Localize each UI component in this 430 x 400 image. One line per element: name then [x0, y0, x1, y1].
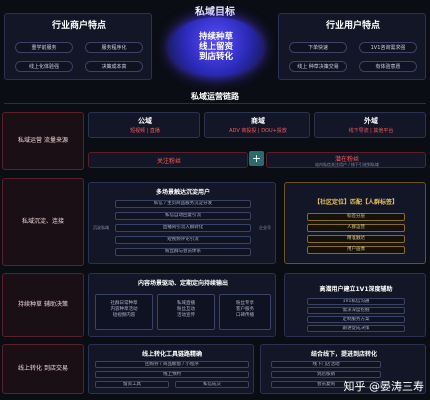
- business-domain-sub: ADV 商投投 | DOU+投放: [229, 128, 287, 134]
- connect-item: 直播间引流入群转化: [115, 224, 251, 232]
- convert-left-item: 线上预约: [95, 371, 249, 378]
- content-col3-item: 口碑传播: [236, 313, 254, 318]
- external-domain-sub: 线下导流 | 其他平台: [348, 128, 394, 134]
- industry-panel-title: 行业商户特点: [51, 21, 106, 31]
- connect-item: 私信自动回复引流: [115, 212, 251, 220]
- section-title: 私域运营链路: [191, 92, 239, 101]
- follow-fans-label: 关注粉丝: [156, 158, 181, 165]
- convert-left-panel: 线上转化工具链路精确 团购券 / 商品橱窗 / 小程序 线上预约 留资工具 私信…: [88, 344, 254, 394]
- convert-right-panel: 结合线下，提进到店转化 线下门店活动 到店核销 会员复购: [260, 344, 426, 394]
- potential-fans-label: 潜在粉丝: [334, 156, 359, 163]
- core-goal-circle: 持续种草 线上留资 到店转化: [170, 17, 262, 77]
- consult-panel-title: 高潜用户建立1V1深度辅助: [319, 286, 393, 293]
- core-goal-line: 线上留资: [198, 42, 233, 52]
- content-panel: 内容场景驱动、定期定向持续输出 社群日常种草 内容种草活动 短视频内容 私域直播…: [88, 273, 276, 337]
- user-pill: 线上 种草决策交易: [289, 61, 347, 72]
- row-label-nurture: 持续种草 辅助决策: [2, 273, 84, 337]
- convert-right-item: 到店核销: [271, 371, 381, 378]
- connect-item: 私信 / 主页商品服务沉淀分发: [115, 200, 251, 208]
- consult-item: 1V1私信沟通: [307, 298, 405, 305]
- content-col2-item: 粉丝互动: [177, 307, 195, 312]
- divider: [4, 103, 426, 104]
- industry-pill: 重学前服务: [15, 42, 73, 53]
- content-col1: 社群日常种草 内容种草活动 短视频内容: [95, 294, 153, 330]
- user-panel-title: 行业用户特点: [325, 21, 380, 31]
- follow-bar-right: 潜在粉丝 站内私信关注用户 / 线下引流到私域: [266, 152, 426, 168]
- main-title: 私域目标: [195, 7, 235, 18]
- potential-fans-note: 站内私信关注用户 / 线下引流到私域: [315, 162, 379, 167]
- core-goal-line: 到店转化: [198, 52, 233, 62]
- content-col2: 私域直播 粉丝互动 活动宣传: [157, 294, 215, 330]
- convert-left-title: 线上转化工具链路精确: [141, 351, 202, 358]
- external-domain-title: 外域: [364, 117, 378, 125]
- connect-side-right: 企业号: [259, 225, 271, 230]
- content-col3-item: 客户服务: [236, 307, 254, 312]
- connect-side-left: 沉淀私域: [93, 225, 109, 230]
- tag-item: 用户画像: [307, 246, 405, 254]
- tag-item: 标签分层: [307, 213, 405, 221]
- user-pill: 有体验意愿: [359, 61, 417, 72]
- external-domain: 外域 线下导流 | 其他平台: [314, 112, 426, 138]
- public-domain-sub: 短视频 | 直播: [130, 128, 160, 134]
- plus-icon: +: [249, 151, 264, 166]
- convert-right-item: 会员复购: [271, 381, 381, 388]
- convert-left-item: 团购券 / 商品橱窗 / 小程序: [95, 361, 249, 368]
- user-pill: 1V1咨询需求强: [359, 42, 417, 53]
- business-domain-title: 商域: [251, 117, 265, 125]
- content-col2-item: 活动宣传: [177, 313, 195, 318]
- tag-item: 人群运营: [307, 224, 405, 232]
- tag-item: 精准触达: [307, 235, 405, 243]
- connect-panel: 多场景触达沉淀用户 沉淀私域 企业号 私信 / 主页商品服务沉淀分发 私信自动回…: [88, 182, 276, 264]
- business-domain: 商域 ADV 商投投 | DOU+投放: [204, 112, 310, 138]
- convert-left-item: 私信成交: [175, 381, 249, 388]
- core-goal-line: 持续种草: [198, 32, 233, 42]
- public-domain-title: 公域: [138, 117, 152, 125]
- industry-pill: 服务程序化: [85, 42, 143, 53]
- content-col1-item: 短视频内容: [112, 313, 136, 318]
- row-label-connect: 私域沉淀、连接: [2, 178, 84, 266]
- follow-bar-left: 关注粉丝: [88, 152, 248, 168]
- industry-pill: 决策成本高: [85, 61, 143, 72]
- consult-item: 跟进促成决策: [307, 325, 405, 332]
- content-col3-item: 粉丝专享: [236, 301, 254, 306]
- tag-panel-title: 【社区定位】匹配【人群标签】: [313, 199, 398, 206]
- consult-item: 定制服务方案: [307, 316, 405, 323]
- content-col3: 粉丝专享 客户服务 口碑传播: [219, 294, 271, 330]
- user-pill: 下单快速: [289, 42, 347, 53]
- watermark: 知乎 @晏涛三寿: [343, 380, 425, 393]
- industry-panel: 行业商户特点 重学前服务 服务程序化 线上化体验强 决策成本高: [4, 13, 152, 80]
- convert-right-title: 结合线下，提进到店转化: [310, 351, 377, 358]
- consult-panel: 高潜用户建立1V1深度辅助 1V1私信沟通 需求深度挖掘 定制服务方案 跟进促成…: [284, 273, 426, 337]
- tag-panel: 【社区定位】匹配【人群标签】 标签分层 人群运营 精准触达 用户画像: [284, 182, 426, 264]
- content-panel-title: 内容场景驱动、定期定向持续输出: [137, 280, 228, 287]
- user-panel: 行业用户特点 下单快速 1V1咨询需求强 线上 种草决策交易 有体验意愿: [278, 13, 426, 80]
- content-col1-item: 社群日常种草: [110, 301, 138, 306]
- connect-item: 短视频评论引流: [115, 236, 251, 244]
- connect-panel-title: 多场景触达沉淀用户: [155, 189, 210, 196]
- convert-left-item: 留资工具: [95, 381, 169, 388]
- row-label-convert: 线上转化 到店交易: [2, 344, 84, 394]
- row-label-traffic: 私域运营 流量来源: [2, 112, 84, 170]
- content-col1-item: 内容种草活动: [110, 307, 138, 312]
- content-col2-item: 私域直播: [177, 301, 195, 306]
- connect-item: 粉丝群与会员体系: [115, 248, 251, 256]
- industry-pill: 线上化体验强: [15, 61, 73, 72]
- public-domain: 公域 短视频 | 直播: [88, 112, 200, 138]
- consult-item: 需求深度挖掘: [307, 307, 405, 314]
- convert-right-item: 线下门店活动: [271, 361, 381, 368]
